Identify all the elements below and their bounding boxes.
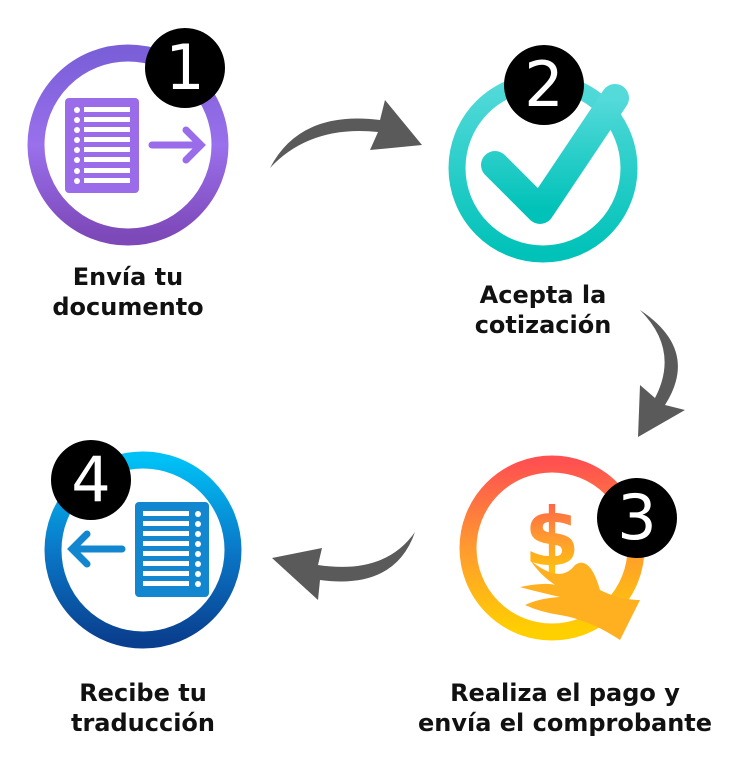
svg-text:$: $ bbox=[524, 491, 580, 584]
step-2-label-line2: cotización bbox=[474, 311, 612, 339]
step-3-label: Realiza el pago y envía el comprobante bbox=[405, 678, 725, 738]
step-2-label: Acepta la cotización bbox=[383, 280, 703, 340]
step-3-label-line2: envía el comprobante bbox=[417, 709, 713, 737]
step-1-badge: 1 bbox=[145, 28, 225, 108]
step-4-label-line1: Recibe tu bbox=[79, 679, 207, 707]
document-send-icon bbox=[65, 98, 206, 193]
checkmark-icon bbox=[481, 84, 629, 224]
step-1-label-line2: documento bbox=[52, 293, 204, 321]
arrow-step2-to-step3 bbox=[638, 310, 685, 437]
step-3-label-line1: Realiza el pago y bbox=[450, 679, 680, 707]
arrow-step3-to-step4 bbox=[272, 532, 415, 600]
arrow-step1-to-step2 bbox=[270, 100, 422, 168]
step-1-label-line1: Envía tu bbox=[72, 263, 184, 291]
step-3-badge: 3 bbox=[597, 478, 677, 558]
step-4-icon-ring bbox=[44, 451, 242, 649]
document-receive-icon bbox=[67, 502, 209, 597]
step-1-label: Envía tu documento bbox=[0, 262, 288, 322]
step-4-label: Recibe tu traducción bbox=[0, 678, 303, 738]
step-4-label-line2: traducción bbox=[70, 709, 216, 737]
dollar-hand-icon: $ bbox=[520, 491, 640, 640]
step-4-badge: 4 bbox=[51, 440, 131, 520]
step-1-icon-ring bbox=[27, 44, 229, 246]
step-2-label-line1: Acepta la bbox=[479, 281, 607, 309]
step-2-badge: 2 bbox=[504, 45, 584, 125]
